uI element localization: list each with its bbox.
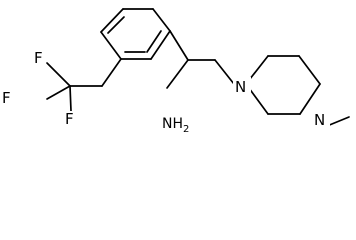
piperazine-nitrogen-left: N [235, 78, 246, 96]
side-chain-bonds [166, 30, 235, 89]
chemical-structure-diagram: F F F NH2 N N [0, 8, 350, 135]
piperazine-ring [245, 55, 321, 115]
piperazine-nitrogen-right: N [314, 111, 325, 129]
fluorine-top: F [34, 49, 43, 67]
amine-nh: NH [162, 116, 183, 132]
trifluoromethyl-bonds [46, 58, 122, 112]
fluorine-left: F [2, 89, 11, 107]
amine-subscript: 2 [183, 124, 189, 135]
fluorine-bottom: F [65, 110, 74, 128]
benzene-ring [100, 8, 171, 60]
n-methyl-bond [326, 116, 350, 127]
amine-label: NH2 [162, 116, 189, 135]
